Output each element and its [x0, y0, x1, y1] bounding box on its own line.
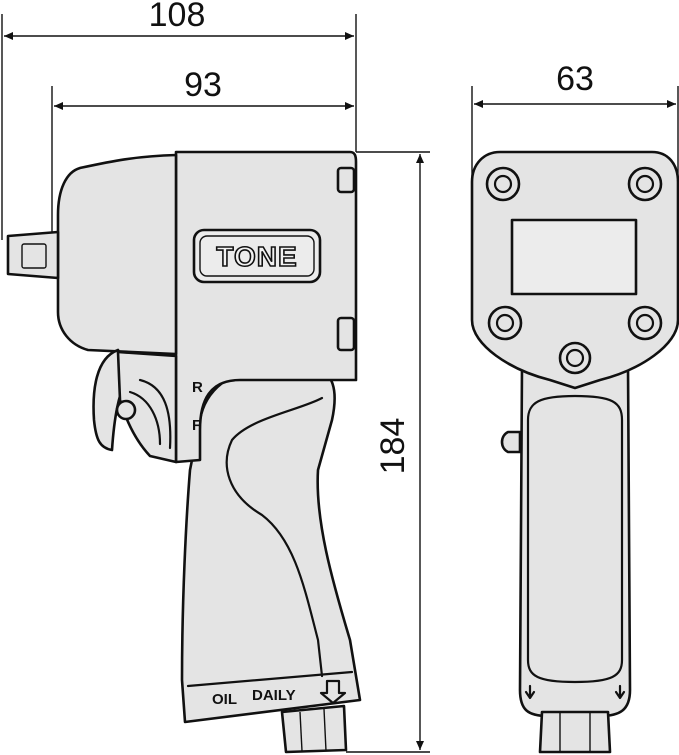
side-view-oil-panel — [186, 670, 354, 688]
front-view-switch — [500, 430, 522, 454]
side-view-air-inlet — [280, 704, 348, 754]
air-inlet-ring — [299, 711, 303, 752]
side-view-grip-line — [225, 396, 324, 678]
side-view-hammer-case — [56, 153, 178, 356]
brand-logo: TONE — [216, 241, 297, 272]
switch-knob — [115, 399, 137, 421]
side-view-anvil-square — [21, 243, 47, 269]
front-view-bolt-bottom-left — [487, 305, 523, 341]
brand-plate-inner — [199, 235, 315, 277]
front-view-bolt-top-right — [627, 166, 663, 202]
dimension-label-184: 184 — [374, 418, 412, 475]
front-view-window — [510, 218, 638, 296]
front-view-bolt-top-left — [485, 166, 521, 202]
front-view-bolt-bottom-right — [627, 305, 663, 341]
front-arrow-right-icon — [614, 684, 626, 700]
air-inlet-ring-2 — [323, 708, 327, 752]
dimension-label-63: 63 — [556, 60, 594, 98]
front-view-handle — [518, 364, 632, 718]
side-view-anvil — [6, 230, 60, 280]
brand-plate — [192, 228, 322, 284]
switch-detail-line-2 — [138, 378, 172, 450]
dimension-label-108: 108 — [149, 0, 206, 34]
oil-label: OIL — [212, 691, 237, 708]
side-view-handle — [180, 364, 362, 724]
front-view-anvil-bolt — [558, 341, 592, 375]
switch-detail-line — [128, 390, 162, 446]
forward-mark: F — [192, 417, 201, 434]
dimension-label-93: 93 — [184, 66, 222, 104]
side-view: TONE R F OIL DAILY — [6, 150, 362, 754]
reverse-mark: R — [192, 379, 203, 396]
daily-label: DAILY — [252, 687, 296, 704]
front-view — [470, 150, 679, 754]
side-view-rear-cap-bottom — [336, 316, 356, 352]
oil-arrow-icon — [319, 679, 347, 705]
side-view-rear-cap-top — [336, 166, 356, 194]
front-view-grip-inset — [526, 394, 624, 684]
front-view-air-inlet — [538, 710, 612, 754]
front-arrow-left-icon — [524, 684, 536, 700]
